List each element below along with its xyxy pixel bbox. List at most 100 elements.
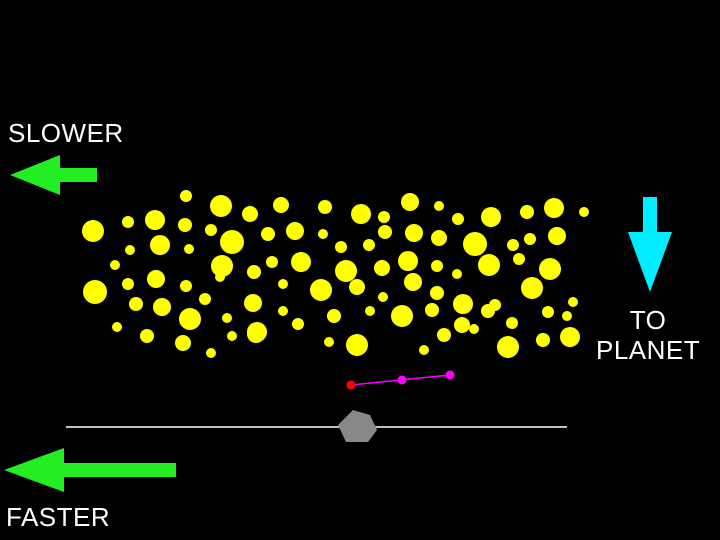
ring-particle — [378, 292, 388, 302]
ring-particle — [205, 224, 217, 236]
ring-particle — [220, 230, 244, 254]
ring-particle — [539, 258, 561, 280]
ring-particle — [463, 232, 487, 256]
ring-particle — [175, 335, 191, 351]
ring-particle — [199, 293, 211, 305]
slower-arrow-icon — [10, 155, 97, 195]
ring-particle — [434, 201, 444, 211]
ring-particle — [324, 337, 334, 347]
ring-particle — [242, 206, 258, 222]
tether-node — [445, 370, 455, 380]
ring-particle — [184, 244, 194, 254]
ring-particle — [497, 336, 519, 358]
ring-particle — [335, 241, 347, 253]
tether — [346, 370, 455, 390]
ring-particle — [469, 324, 479, 334]
ring-particle — [507, 239, 519, 251]
ring-particle — [83, 280, 107, 304]
ring-particle — [125, 245, 135, 255]
ring-particle — [222, 313, 232, 323]
ring-particle — [521, 277, 543, 299]
to-planet-label: TO PLANET — [596, 305, 700, 365]
ring-particle — [542, 306, 554, 318]
ring-particle — [391, 305, 413, 327]
ring-particle — [454, 317, 470, 333]
ring-particle — [140, 329, 154, 343]
ring-particle — [404, 273, 422, 291]
ring-particle — [560, 327, 580, 347]
faster-arrow-icon — [4, 448, 176, 492]
ring-particle — [437, 328, 451, 342]
ring-particle — [318, 200, 332, 214]
moonlet-icon — [338, 410, 377, 442]
ring-particle — [481, 207, 501, 227]
ring-particle — [513, 253, 525, 265]
ring-particle — [365, 306, 375, 316]
ring-particle — [112, 322, 122, 332]
ring-particle — [401, 193, 419, 211]
ring-particle — [153, 298, 171, 316]
ring-particle — [292, 318, 304, 330]
ring-particle — [150, 235, 170, 255]
ring-particle — [82, 220, 104, 242]
ring-particle — [227, 331, 237, 341]
ring-particle — [180, 190, 192, 202]
ring-particle — [273, 197, 289, 213]
ring-particle — [524, 233, 536, 245]
ring-particle — [425, 303, 439, 317]
ring-particle — [481, 304, 495, 318]
ring-particle — [378, 225, 392, 239]
ring-particle — [419, 345, 429, 355]
ring-particle — [452, 213, 464, 225]
ring-particle — [180, 280, 192, 292]
ring-particle — [506, 317, 518, 329]
ring-particle — [122, 278, 134, 290]
ring-particle — [430, 286, 444, 300]
ring-particle — [145, 210, 165, 230]
ring-particle — [349, 279, 365, 295]
ring-particle — [327, 309, 341, 323]
ring-particle — [278, 279, 288, 289]
ring-particle — [548, 227, 566, 245]
ring-particle — [335, 260, 357, 282]
ring-particle — [122, 216, 134, 228]
ring-particle — [247, 265, 261, 279]
ring-particle — [247, 325, 265, 343]
ring-particle — [147, 270, 165, 288]
ring-particle — [178, 218, 192, 232]
ring-particles — [82, 190, 589, 358]
ring-particle — [351, 204, 371, 224]
ring-particle — [405, 224, 423, 242]
ring-particle — [568, 297, 578, 307]
ring-particle — [562, 311, 572, 321]
ring-particle — [318, 229, 328, 239]
ring-particle — [398, 251, 418, 271]
ring-particle — [244, 294, 262, 312]
planet-arrow-icon — [628, 197, 672, 292]
ring-particle — [179, 308, 201, 330]
ring-particle — [374, 260, 390, 276]
ring-particle — [452, 269, 462, 279]
ring-particle — [261, 227, 275, 241]
ring-particle — [278, 306, 288, 316]
ring-particle — [211, 255, 233, 277]
ring-particle — [110, 260, 120, 270]
ring-particle — [266, 256, 278, 268]
tether-node-red — [346, 380, 356, 390]
ring-particle — [310, 279, 332, 301]
slower-label: SLOWER — [8, 118, 124, 148]
ring-particle — [346, 334, 368, 356]
ring-particle — [378, 211, 390, 223]
ring-particle — [129, 297, 143, 311]
ring-particle — [520, 205, 534, 219]
ring-particle — [286, 222, 304, 240]
ring-particle — [431, 260, 443, 272]
tether-node — [397, 375, 407, 385]
ring-particle — [431, 230, 447, 246]
to-label: TO — [629, 305, 667, 335]
faster-label: FASTER — [6, 502, 111, 532]
ring-particle — [478, 254, 500, 276]
ring-particle — [291, 252, 311, 272]
ring-particle — [544, 198, 564, 218]
